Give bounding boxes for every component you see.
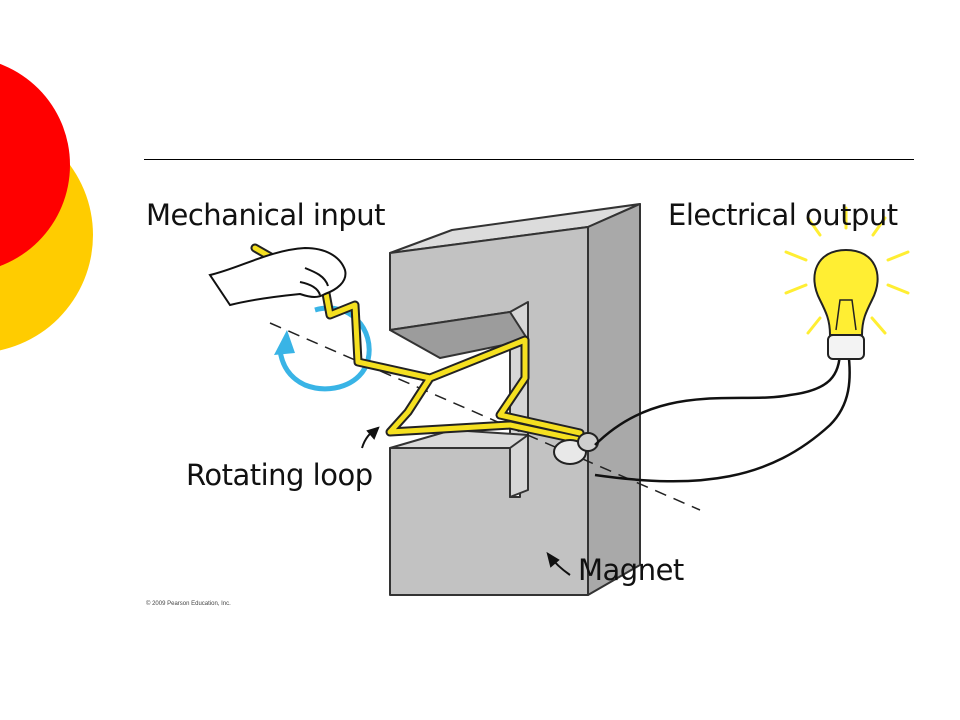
- light-bulb-icon: [784, 206, 910, 360]
- label-pointers: [361, 426, 571, 576]
- magnet-label: Magnet: [578, 553, 684, 587]
- rotating-loop: [250, 243, 585, 445]
- generator-diagram: [208, 203, 910, 596]
- output-wires: [594, 349, 851, 483]
- red-circle: [0, 63, 70, 267]
- electrical-output-label: Electrical output: [668, 198, 898, 232]
- hand-icon: [208, 246, 347, 307]
- decorative-circles: [0, 63, 93, 351]
- rotating-loop-label: Rotating loop: [186, 458, 373, 492]
- title-rule: [144, 159, 914, 160]
- mechanical-input-label: Mechanical input: [146, 198, 385, 232]
- copyright-credit: © 2009 Pearson Education, Inc.: [146, 601, 231, 607]
- slip-rings: [553, 432, 599, 465]
